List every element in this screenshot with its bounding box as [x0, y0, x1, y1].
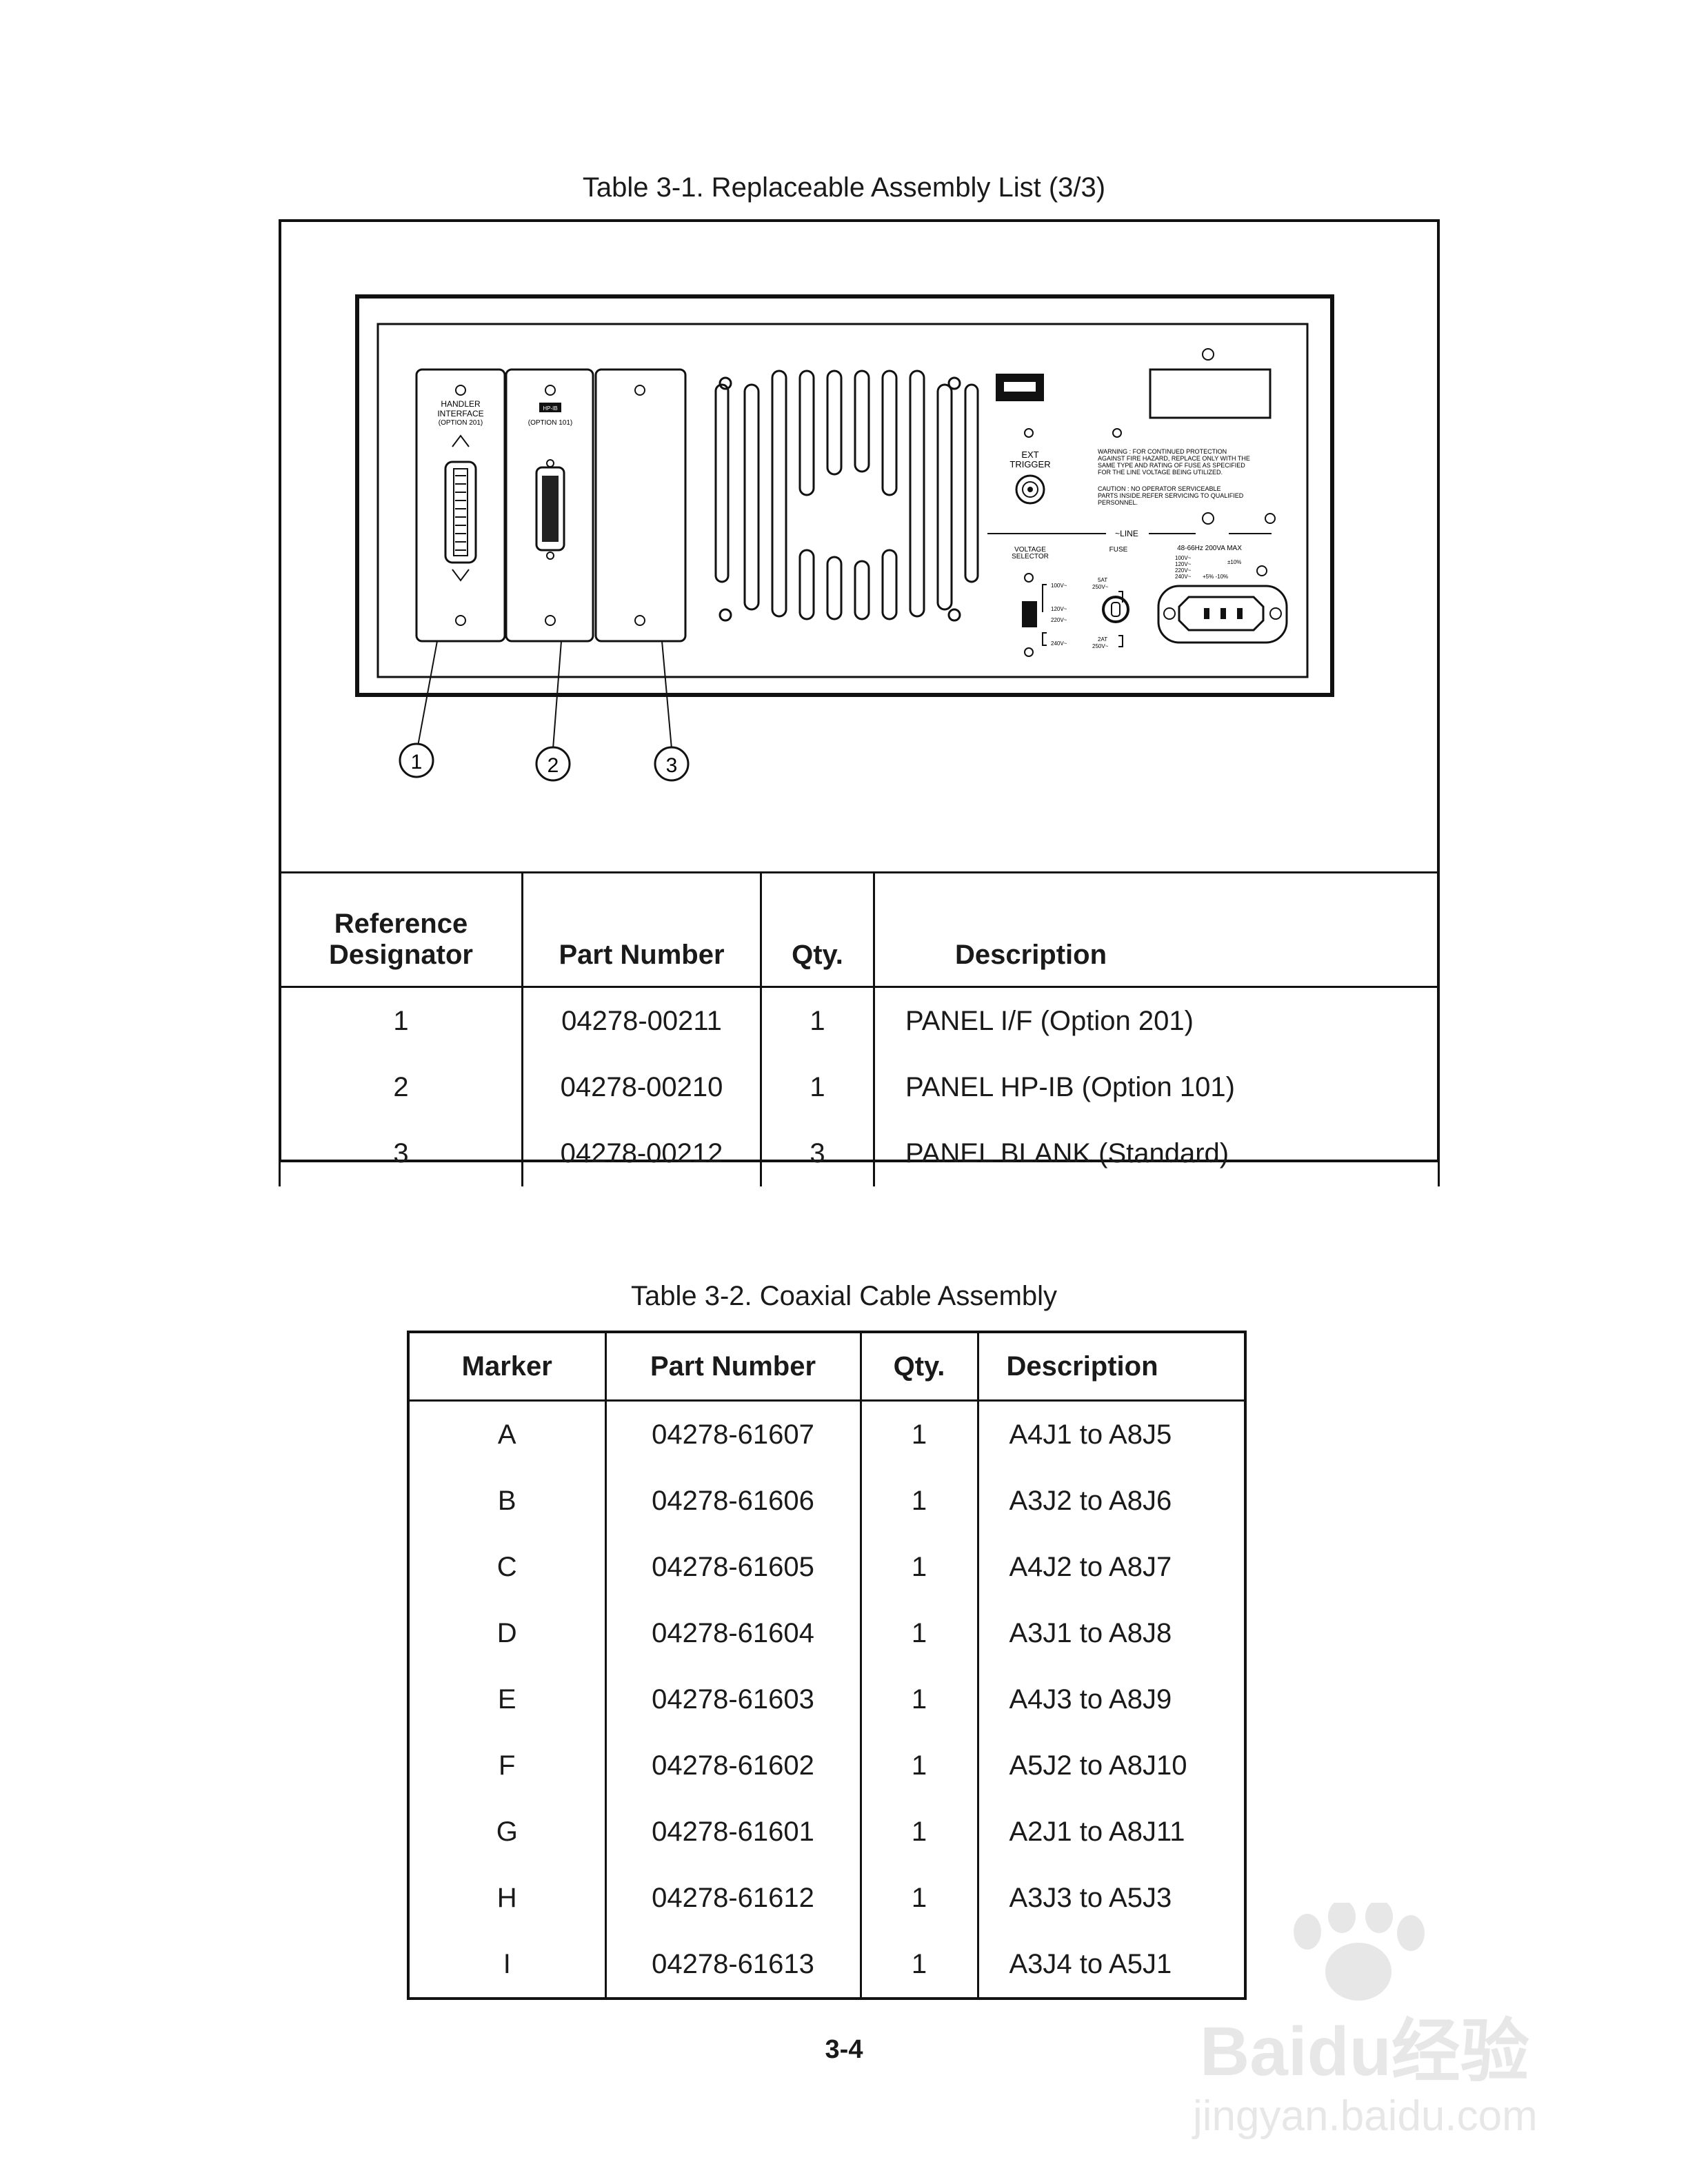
svg-text:2AT: 2AT	[1098, 636, 1107, 643]
fan-grille	[714, 370, 979, 622]
header-qty: Qty.	[760, 872, 875, 988]
baidu-watermark: Baidu经验 jingyan.baidu.com	[1192, 1903, 1538, 2140]
svg-text:240V~: 240V~	[1051, 640, 1067, 647]
handler-label-3: (OPTION 201)	[439, 419, 483, 427]
voltage-selector-switch	[1022, 601, 1037, 627]
svg-text:FUSE: FUSE	[1109, 546, 1128, 554]
svg-text:+5% -10%: +5% -10%	[1203, 574, 1228, 580]
callout-2: 2	[535, 746, 571, 782]
header-reference-designator: Reference Designator	[279, 872, 523, 988]
ac-power-inlet	[1157, 585, 1288, 644]
table-3-1-caption: Table 3-1. Replaceable Assembly List (3/…	[582, 172, 1106, 203]
ext-trigger-label-2: TRIGGER	[1009, 459, 1050, 469]
page-number: 3-4	[825, 2035, 863, 2064]
hpib-panel: HP-IB (OPTION 101)	[505, 368, 594, 643]
callout-3: 3	[654, 746, 690, 782]
svg-text:250V~: 250V~	[1092, 584, 1109, 590]
header-marker: Marker	[407, 1332, 607, 1402]
svg-text:AGAINST FIRE HAZARD, REPLACE O: AGAINST FIRE HAZARD, REPLACE ONLY WITH T…	[1098, 455, 1250, 462]
svg-text:5AT: 5AT	[1098, 577, 1107, 583]
warning-text: WARNING : FOR CONTINUED PROTECTION AGAIN…	[1098, 448, 1250, 506]
header-description: Description	[976, 1332, 1247, 1402]
handler-label-2: INTERFACE	[437, 409, 483, 418]
ext-trigger-connector	[1015, 474, 1045, 505]
svg-text:CAUTION : NO OPERATOR SERVICEA: CAUTION : NO OPERATOR SERVICEABLE	[1098, 485, 1221, 492]
header-part-number: Part Number	[521, 872, 762, 988]
header-qty: Qty.	[859, 1332, 979, 1402]
svg-text:48-66Hz 200VA MAX: 48-66Hz 200VA MAX	[1177, 545, 1242, 552]
header-description: Description	[873, 872, 1440, 988]
svg-text:250V~: 250V~	[1092, 643, 1109, 649]
callout-1: 1	[399, 742, 434, 778]
hpib-option-label: (OPTION 101)	[528, 419, 572, 427]
table-row: 1 04278-00211 1 PANEL I/F (Option 201)	[279, 987, 1440, 1054]
handler-label-1: HANDLER	[441, 399, 481, 409]
svg-text:1: 1	[411, 751, 423, 774]
svg-text:±10%: ±10%	[1227, 559, 1241, 565]
header-part-number: Part Number	[604, 1332, 862, 1402]
handler-interface-panel: HANDLER INTERFACE (OPTION 201)	[415, 368, 506, 643]
watermark-url: jingyan.baidu.com	[1192, 2092, 1538, 2140]
ext-trigger-label-1: EXT	[1021, 449, 1038, 460]
blank-panel	[594, 368, 687, 643]
svg-text:WARNING : FOR CONTINUED PROTEC: WARNING : FOR CONTINUED PROTECTION	[1098, 448, 1227, 455]
svg-text:VOLTAGE: VOLTAGE	[1014, 546, 1046, 554]
svg-text:SELECTOR: SELECTOR	[1012, 553, 1049, 560]
svg-text:PERSONNEL.: PERSONNEL.	[1098, 499, 1138, 506]
hpib-logo: HP-IB	[543, 405, 557, 412]
svg-text:240V~: 240V~	[1175, 574, 1192, 580]
svg-text:100V~: 100V~	[1175, 555, 1192, 561]
svg-text:120V~: 120V~	[1175, 561, 1192, 567]
svg-text:FOR THE LINE VOLTAGE BEING UTI: FOR THE LINE VOLTAGE BEING UTILIZED.	[1098, 469, 1223, 476]
rear-panel-figure: HANDLER INTERFACE (OPTION 201) HP-IB (OP…	[355, 294, 1334, 782]
svg-text:3: 3	[666, 754, 678, 777]
svg-text:2: 2	[547, 754, 559, 777]
svg-text:SAME TYPE AND RATING OF FUSE A: SAME TYPE AND RATING OF FUSE AS SPECIFIE…	[1098, 462, 1245, 469]
fuse-holder	[1102, 596, 1129, 623]
watermark-brand: Baidu经验	[1200, 2013, 1529, 2090]
svg-text:220V~: 220V~	[1175, 567, 1192, 574]
paw-logo-icon	[1294, 1903, 1425, 2001]
table-3-2-caption: Table 3-2. Coaxial Cable Assembly	[630, 1281, 1058, 1311]
table-row: 3 04278-00212 3 PANEL BLANK (Standard)	[279, 1120, 1440, 1186]
svg-text:100V~: 100V~	[1051, 583, 1067, 589]
replaceable-assembly-table: Reference Designator Part Number Qty. De…	[279, 871, 1440, 1186]
table-row: 2 04278-00210 1 PANEL HP-IB (Option 101)	[279, 1054, 1440, 1120]
line-label: ~LINE	[1115, 529, 1138, 538]
svg-text:120V~: 120V~	[1051, 606, 1067, 612]
svg-text:220V~: 220V~	[1051, 617, 1067, 623]
svg-text:PARTS INSIDE.REFER SERVICING T: PARTS INSIDE.REFER SERVICING TO QUALIFIE…	[1098, 492, 1244, 499]
